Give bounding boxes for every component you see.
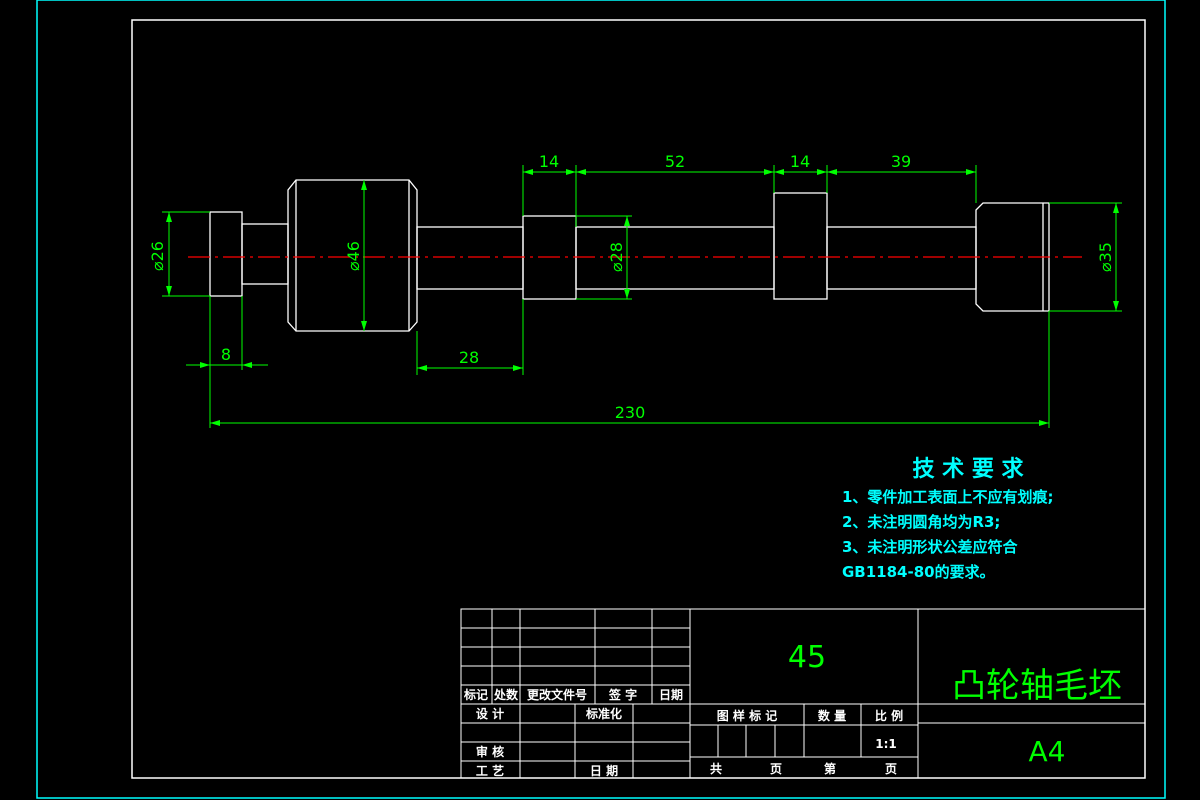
dimension-arrows [166, 169, 1119, 426]
requirement-line-4: GB1184-80的要求。 [842, 563, 995, 581]
label-standardize: 标准化 [585, 706, 622, 721]
shaft-section-d26 [209, 211, 243, 297]
label-process: 工 艺 [476, 763, 504, 778]
dim-d26: ⌀26 [148, 241, 167, 271]
label-page-2: 页 [885, 762, 897, 776]
label-ratio: 比 例 [875, 708, 903, 723]
dim-14-b: 14 [790, 152, 810, 171]
label-total: 共 [710, 761, 722, 776]
dim-52: 52 [665, 152, 685, 171]
title-block-grid [460, 608, 1146, 779]
label-review: 审 核 [476, 744, 504, 759]
shaft-neck-left [241, 223, 289, 285]
requirement-line-1: 1、零件加工表面上不应有划痕; [842, 488, 1053, 506]
label-nth: 第 [824, 761, 836, 776]
label-change-doc: 更改文件号 [527, 687, 587, 702]
label-count: 处数 [493, 687, 519, 702]
label-sign: 签 字 [608, 687, 637, 702]
sheet-size: A4 [1029, 735, 1066, 768]
requirements-title: 技 术 要 求 [913, 457, 1024, 482]
dim-d28: ⌀28 [607, 242, 626, 272]
label-page: 页 [770, 762, 782, 776]
dim-230: 230 [615, 403, 646, 422]
label-design: 设 计 [476, 706, 504, 721]
scale-value: 1:1 [875, 737, 897, 751]
label-date-2: 日 期 [590, 763, 618, 778]
shaft-section-d28-b [773, 192, 828, 300]
inner-frame [131, 19, 1146, 779]
dim-d46: ⌀46 [344, 241, 363, 271]
shaft-neck-39 [826, 226, 977, 290]
label-stage-mark: 图 样 标 记 [717, 708, 778, 723]
part-name: 凸轮轴毛坯 [952, 666, 1122, 706]
requirement-line-2: 2、未注明圆角均为R3; [842, 513, 1000, 531]
dim-8: 8 [221, 345, 231, 364]
shaft-neck-52 [575, 226, 775, 290]
dim-14-a: 14 [539, 152, 559, 171]
requirement-line-3: 3、未注明形状公差应符合 [842, 538, 1018, 556]
label-mark: 标记 [463, 687, 488, 702]
shaft-outline [209, 179, 1050, 332]
label-qty: 数 量 [818, 708, 846, 723]
shaft-neck-mid [416, 226, 524, 290]
dim-28: 28 [459, 348, 479, 367]
dimension-lines [162, 165, 1122, 428]
label-date: 日期 [659, 687, 683, 702]
material-value: 45 [788, 640, 826, 675]
dim-d35: ⌀35 [1096, 242, 1115, 272]
dim-39: 39 [891, 152, 911, 171]
outer-frame [36, 0, 1166, 799]
